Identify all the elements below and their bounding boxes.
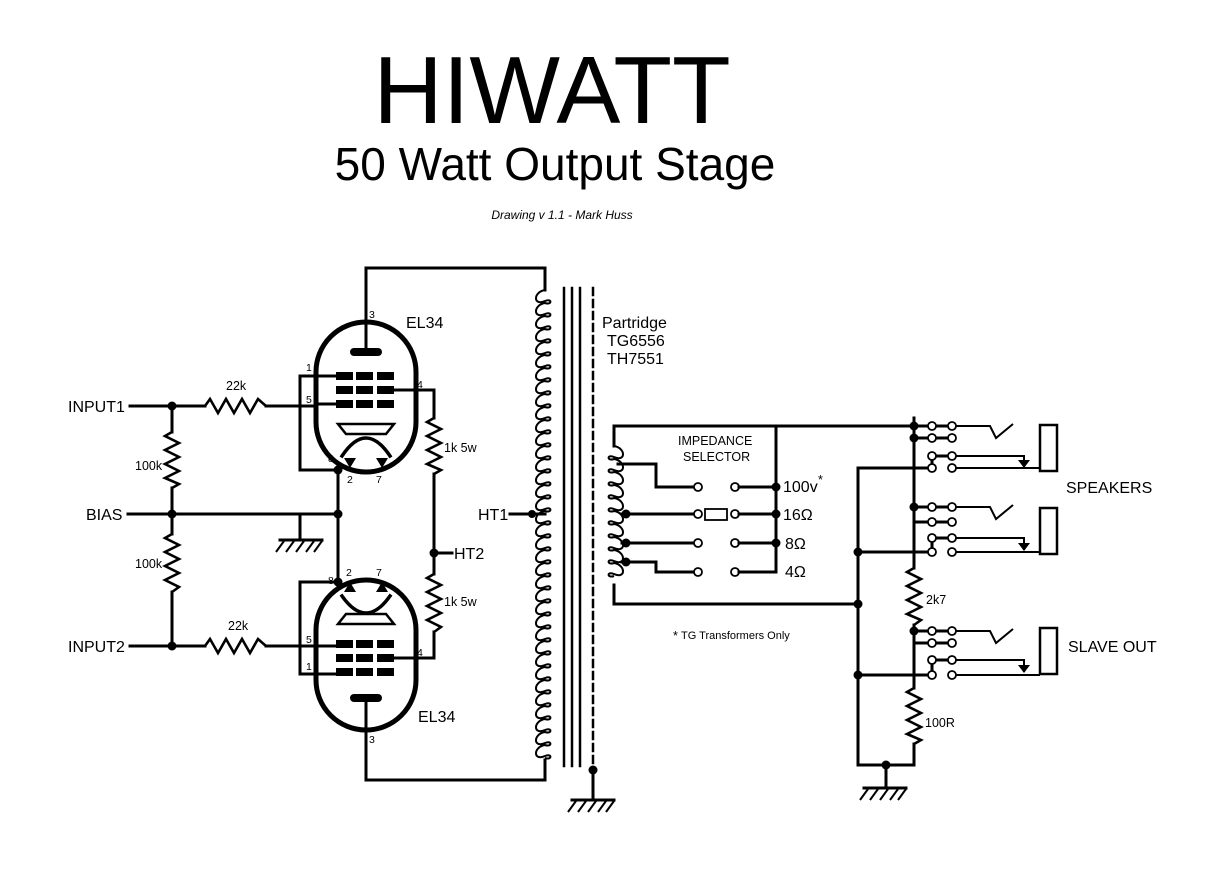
- ground-symbol-bias: [275, 538, 324, 553]
- label-input1: INPUT1: [68, 399, 125, 416]
- label-r-in2: 22k: [228, 619, 249, 633]
- resistor-100r: [903, 686, 924, 746]
- label-ht1: HT1: [478, 507, 508, 524]
- pin-7-lower: 7: [376, 567, 382, 579]
- label-transformer-line3: TH7551: [607, 351, 664, 368]
- jack-speakers-2: [927, 502, 1059, 557]
- output-transformer: [364, 266, 598, 802]
- pin-3-lower: 3: [369, 734, 375, 746]
- ground-symbol-output: [859, 763, 908, 801]
- pin-2-lower: 2: [346, 567, 352, 579]
- label-slave-out: SLAVE OUT: [1068, 639, 1157, 656]
- label-r-bias1: 100k: [135, 459, 163, 473]
- pin-1-lower: 1: [306, 661, 312, 673]
- label-tube-lower: EL34: [418, 709, 455, 726]
- tube-el34-lower: [313, 577, 419, 782]
- label-impedance-line2: SELECTOR: [683, 450, 750, 464]
- resistor-22k-input1: [203, 396, 267, 416]
- resistor-100k-lower: [162, 532, 182, 594]
- label-tap-16: 16Ω: [783, 507, 813, 524]
- jack-slave-out: [927, 626, 1059, 680]
- label-tap-4: 4Ω: [785, 564, 806, 581]
- pin-1-upper: 1: [306, 362, 312, 374]
- pin-4-upper: 4: [417, 379, 423, 391]
- label-transformer-line2: TG6556: [607, 333, 665, 350]
- pin-8-lower: 8: [328, 575, 334, 587]
- label-tap-star: *: [818, 473, 823, 487]
- pin-4-lower: 4: [417, 647, 423, 659]
- label-r-screen1: 1k 5w: [444, 441, 478, 455]
- resistor-1k-5w-upper: [423, 416, 444, 476]
- label-bias: BIAS: [86, 507, 122, 524]
- label-r-bias2: 100k: [135, 557, 163, 571]
- label-input2: INPUT2: [68, 639, 125, 656]
- pin-7-upper: 7: [376, 474, 382, 486]
- tube-el34-upper: [313, 266, 419, 475]
- note-star: *: [673, 629, 678, 643]
- pin-3-upper: 3: [369, 309, 375, 321]
- label-r-2k7: 2k7: [926, 593, 946, 607]
- resistor-100k-upper: [161, 430, 182, 490]
- title: HIWATT: [373, 37, 730, 144]
- secondary-winding: [607, 424, 860, 606]
- ground-symbol-transformer: [567, 798, 616, 813]
- label-r-screen2: 1k 5w: [444, 595, 478, 609]
- label-tap-8: 8Ω: [785, 536, 806, 553]
- resistor-22k-input2: [203, 636, 267, 656]
- pin-5-lower: 5: [306, 634, 312, 646]
- resistor-1k-5w-lower: [424, 572, 444, 634]
- jack-speakers-1: [927, 421, 1059, 473]
- label-tube-upper: EL34: [406, 315, 443, 332]
- label-impedance-line1: IMPEDANCE: [678, 434, 752, 448]
- label-tap-100v: 100v: [783, 479, 818, 496]
- label-transformer-line1: Partridge: [602, 315, 667, 332]
- pin-2-upper: 2: [347, 474, 353, 486]
- label-speakers: SPEAKERS: [1066, 480, 1152, 497]
- pin-5-upper: 5: [306, 394, 312, 406]
- label-r-100r: 100R: [925, 716, 955, 730]
- label-r-in1: 22k: [226, 379, 247, 393]
- subtitle: 50 Watt Output Stage: [335, 138, 776, 190]
- note-tg: TG Transformers Only: [681, 630, 790, 642]
- pin-8-upper: 8: [328, 453, 334, 465]
- resistor-2k7: [903, 566, 924, 627]
- credit: Drawing v 1.1 - Mark Huss: [491, 208, 632, 222]
- label-ht2: HT2: [454, 546, 484, 563]
